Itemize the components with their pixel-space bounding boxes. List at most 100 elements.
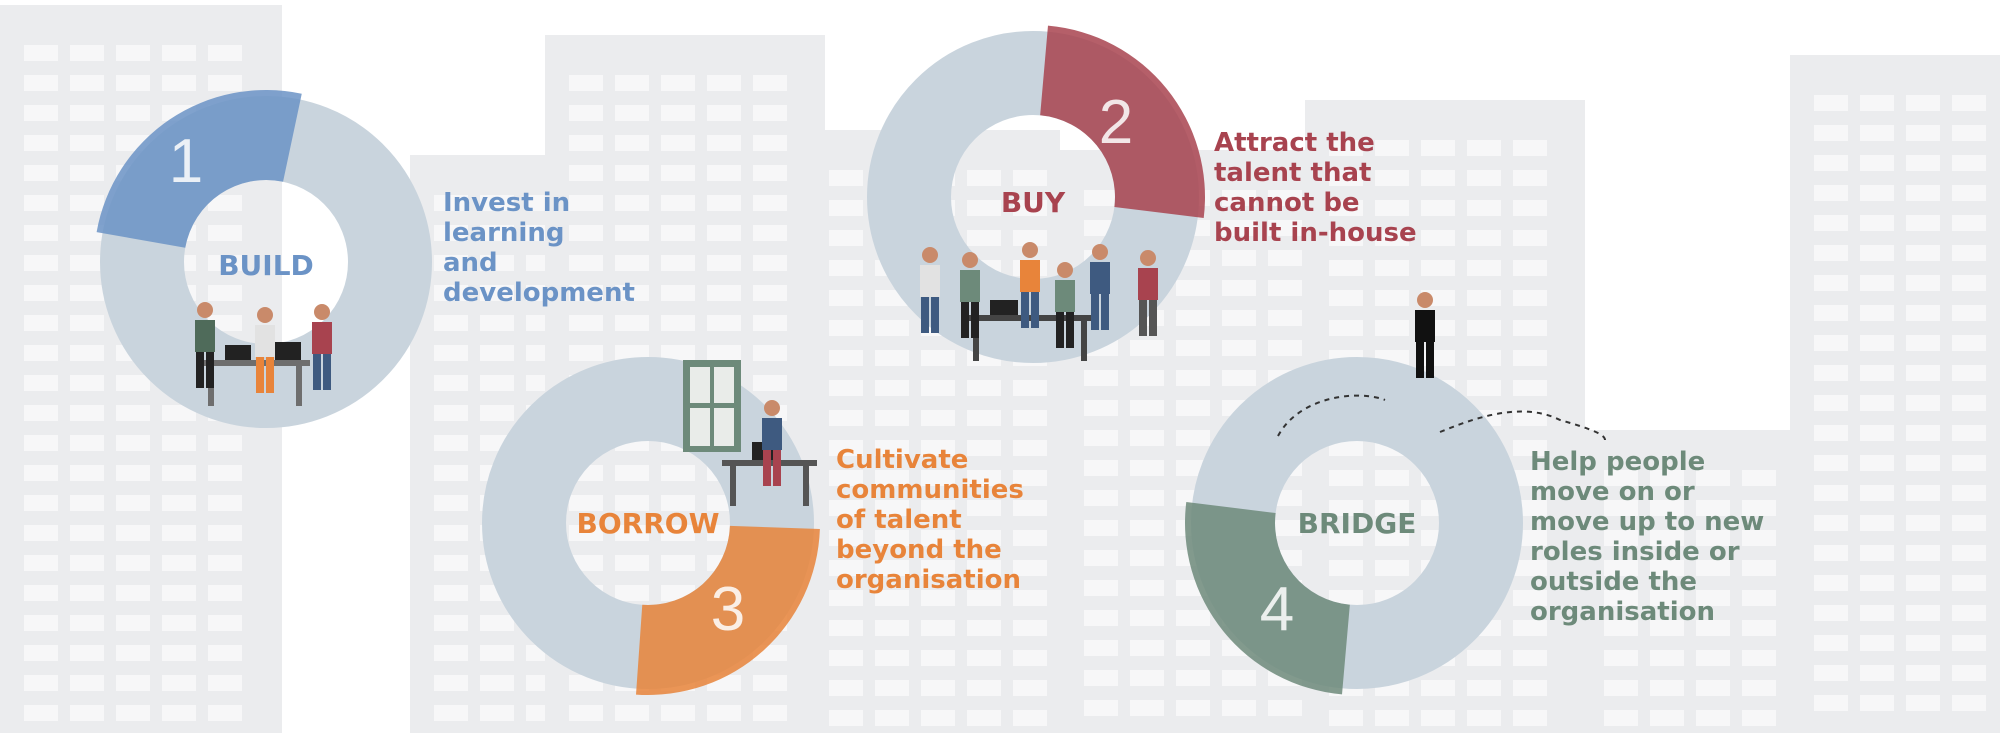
building-window	[1329, 320, 1363, 336]
building-window	[1860, 665, 1894, 681]
building-window	[569, 345, 603, 361]
building-window	[1814, 695, 1848, 711]
building-window	[1130, 700, 1164, 716]
building-window	[1860, 335, 1894, 351]
building-window	[967, 650, 1001, 666]
building-window	[1696, 620, 1730, 636]
building-window	[1604, 650, 1638, 666]
building-window	[661, 465, 695, 481]
building-window	[1467, 260, 1501, 276]
building-window	[1952, 635, 1986, 651]
building-window	[569, 75, 603, 91]
building-window	[1814, 605, 1848, 621]
building-window	[1176, 370, 1210, 386]
building-window	[1906, 635, 1940, 651]
building-window	[921, 410, 955, 426]
building-window	[921, 710, 955, 726]
people-working-at-standing-desk-illustration	[195, 302, 332, 406]
building-window	[875, 350, 909, 366]
building-window	[480, 645, 514, 661]
building-window	[1604, 710, 1638, 726]
building-window	[1742, 590, 1776, 606]
building-window	[1814, 305, 1848, 321]
building-window	[480, 285, 514, 301]
building-window	[1013, 200, 1047, 216]
building-window	[1176, 340, 1210, 356]
building-window	[1084, 460, 1118, 476]
building-window	[1084, 190, 1118, 206]
building-window	[480, 255, 514, 271]
building-window	[615, 345, 649, 361]
building-window	[1013, 530, 1047, 546]
bridge-ring: 4 BRIDGE	[1185, 292, 1606, 695]
building-window	[1906, 575, 1940, 591]
building-window	[829, 230, 863, 246]
building-window	[1268, 310, 1302, 326]
building-window	[1952, 575, 1986, 591]
building-window	[921, 650, 955, 666]
building-window	[707, 285, 741, 301]
building-window	[921, 470, 955, 486]
person-figure	[960, 252, 980, 338]
building-window	[661, 555, 695, 571]
building-window	[1513, 290, 1547, 306]
building-window	[1742, 680, 1776, 696]
person-figure	[255, 307, 275, 393]
building-window	[1814, 455, 1848, 471]
building-window	[1860, 575, 1894, 591]
building-window	[753, 75, 787, 91]
building-window	[1375, 560, 1409, 576]
building-window	[569, 705, 603, 721]
building-window	[615, 555, 649, 571]
building-window	[1421, 140, 1455, 156]
building-window	[661, 135, 695, 151]
building-window	[569, 165, 603, 181]
building-window	[615, 465, 649, 481]
desk	[965, 315, 1095, 321]
building-window	[967, 230, 1001, 246]
building-window	[1860, 275, 1894, 291]
building-window	[24, 255, 58, 271]
building-window	[1513, 410, 1547, 426]
building-window	[1650, 590, 1684, 606]
building-window	[1421, 260, 1455, 276]
building-window	[1814, 545, 1848, 561]
building-window	[1814, 665, 1848, 681]
building-window	[162, 675, 196, 691]
building-window	[829, 440, 863, 456]
building-window	[967, 590, 1001, 606]
building-window	[967, 380, 1001, 396]
building-window	[1604, 560, 1638, 576]
building-window	[1467, 650, 1501, 666]
building-window	[70, 315, 104, 331]
building-window	[1421, 230, 1455, 246]
building-window	[480, 345, 514, 361]
building-window	[753, 315, 787, 331]
building-window	[875, 440, 909, 456]
building-window	[921, 590, 955, 606]
building-window	[162, 615, 196, 631]
building-window	[434, 225, 468, 241]
building-window	[1814, 125, 1848, 141]
building-window	[569, 135, 603, 151]
building-window	[967, 200, 1001, 216]
building-window	[1375, 470, 1409, 486]
building-window	[1814, 635, 1848, 651]
building-window	[707, 135, 741, 151]
building-window	[1130, 550, 1164, 566]
building-window	[967, 170, 1001, 186]
building-window	[1860, 215, 1894, 231]
building-window	[1375, 140, 1409, 156]
building-window	[24, 165, 58, 181]
building-window	[70, 195, 104, 211]
building-window	[434, 585, 468, 601]
bridge-number: 4	[1260, 575, 1294, 644]
building-window	[753, 705, 787, 721]
building-window	[1130, 340, 1164, 356]
building-window	[1084, 520, 1118, 536]
building-window	[615, 135, 649, 151]
building-window	[1375, 200, 1409, 216]
building-window	[70, 405, 104, 421]
